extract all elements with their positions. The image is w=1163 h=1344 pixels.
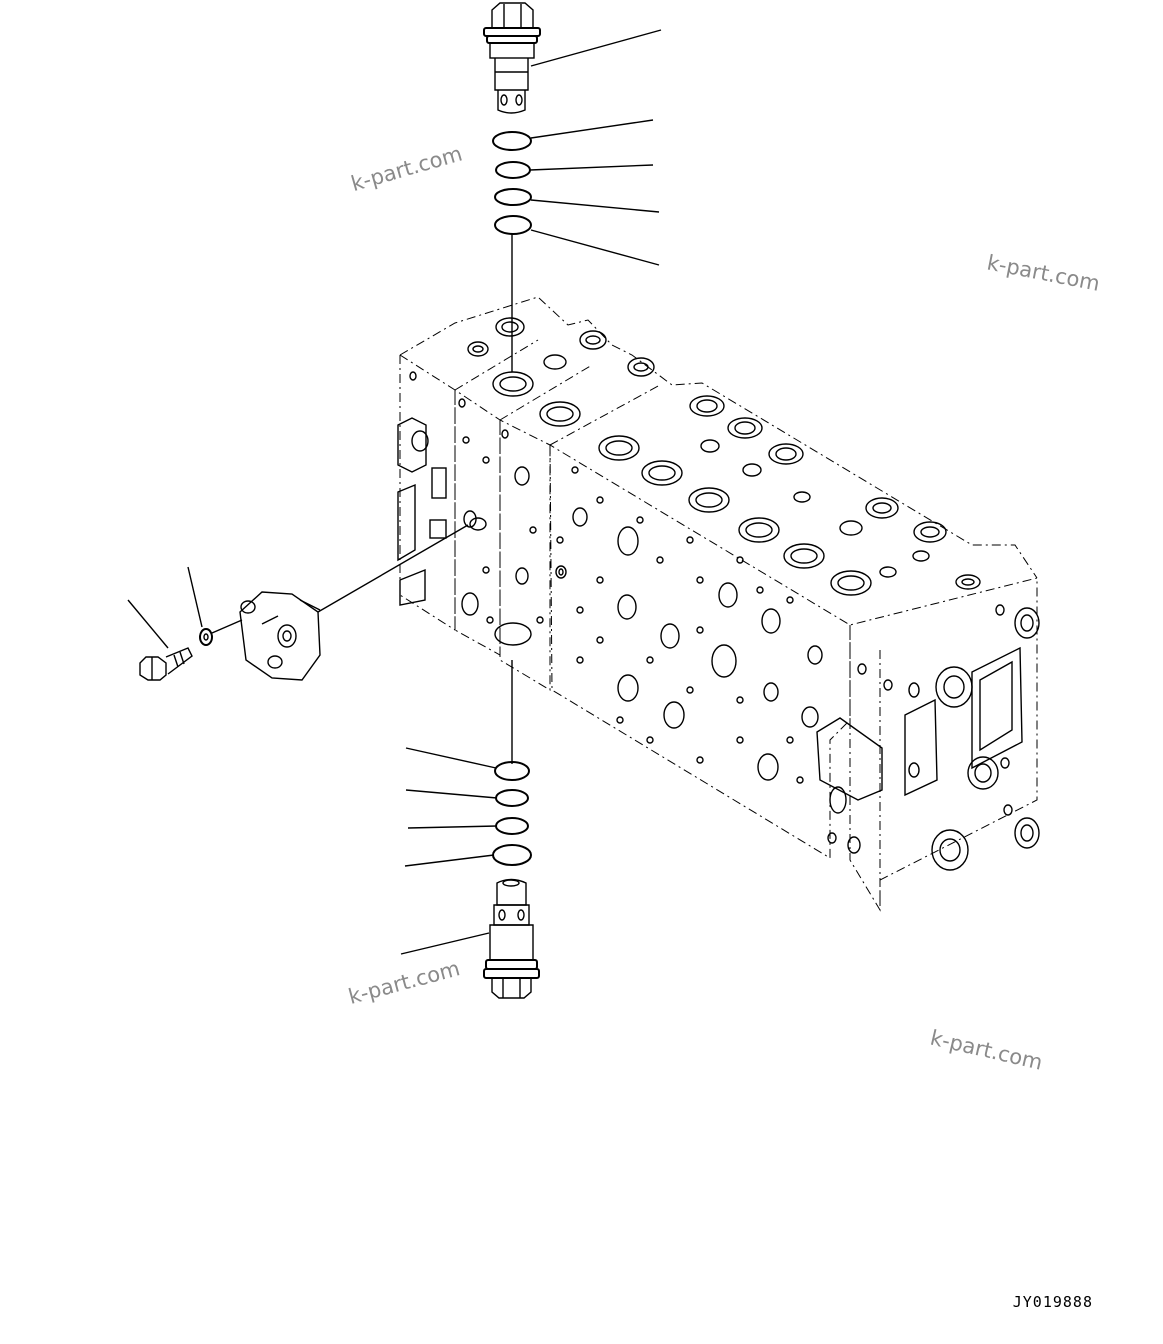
upper-leader-lines (511, 29, 662, 372)
upper-o-rings (492, 131, 532, 235)
small-holes-pattern (462, 436, 804, 784)
left-leader-lines (127, 524, 469, 649)
washer (199, 628, 213, 646)
figure-code: JY019888 (1012, 1293, 1093, 1311)
left-end-cover (397, 417, 487, 606)
side-face-holes (409, 371, 823, 781)
lower-valve-cartridge (483, 878, 540, 999)
lower-o-rings (492, 761, 532, 866)
top-ports (467, 317, 981, 596)
main-valve-body (397, 296, 1040, 912)
hex-bolt (139, 647, 193, 681)
right-end-cover (816, 604, 1040, 871)
lower-leader-lines (400, 747, 498, 955)
side-cover-plate (239, 591, 321, 681)
upper-valve-cartridge (483, 2, 541, 114)
